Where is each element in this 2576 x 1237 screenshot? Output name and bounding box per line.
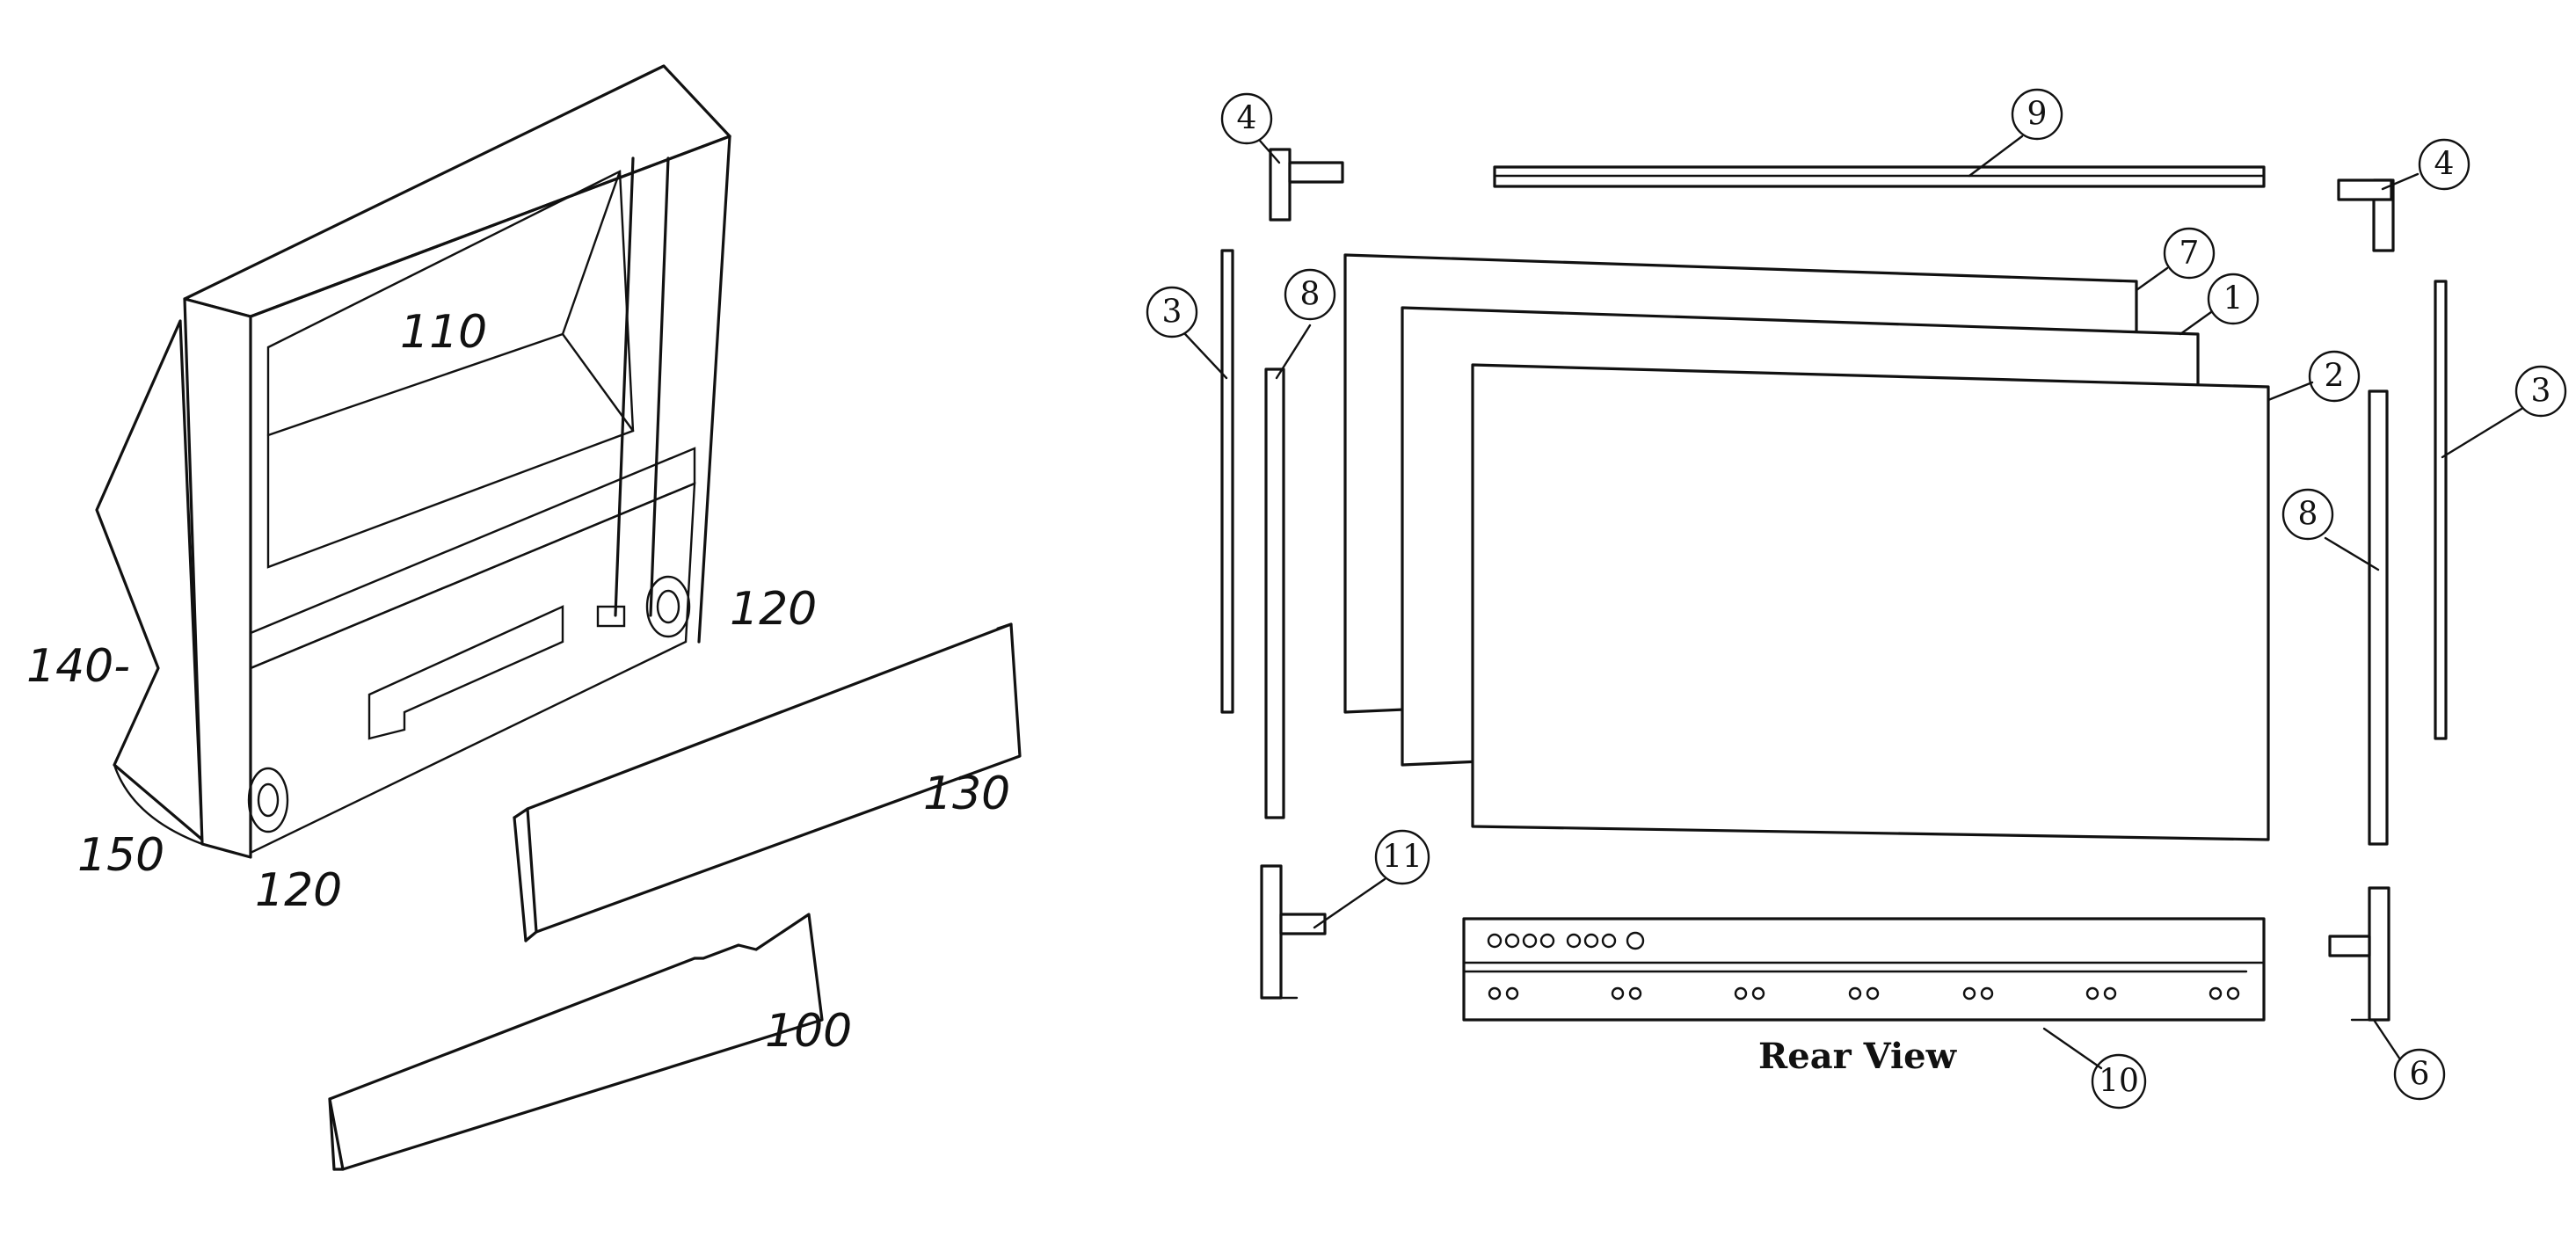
rear-view-caption: Rear View xyxy=(1758,1036,1958,1077)
corner-bracket-bottom-right xyxy=(2328,886,2390,1022)
callout-1: 1 xyxy=(2207,273,2259,325)
control-shelf xyxy=(249,447,696,670)
bottom-rail-10 xyxy=(1462,917,2266,1022)
callout-11: 11 xyxy=(1374,829,1430,885)
tv-cabinet-assembly xyxy=(95,64,731,859)
label-120-right: 120 xyxy=(730,583,817,636)
svg-text:2: 2 xyxy=(2325,359,2345,395)
corner-bracket-top-right xyxy=(2337,178,2395,252)
svg-text:6: 6 xyxy=(2410,1057,2430,1093)
side-rail-8-left xyxy=(1264,367,1285,819)
base-trim-150 xyxy=(113,763,204,846)
callout-3-left: 3 xyxy=(1146,286,1198,338)
cabinet-top-panel xyxy=(183,64,731,318)
label-150: 150 xyxy=(77,829,164,882)
center-cutout xyxy=(367,605,564,740)
corner-bracket-top-left xyxy=(1269,148,1344,222)
corner-bracket-bottom-left xyxy=(1260,864,1327,1000)
label-130: 130 xyxy=(923,768,1010,820)
rear-shroud-part xyxy=(95,319,204,841)
leader-lines xyxy=(1183,135,2523,1070)
label-110: 110 xyxy=(400,306,487,359)
svg-text:3: 3 xyxy=(2531,374,2551,410)
callout-3-right: 3 xyxy=(2514,365,2567,418)
cabinet-left-front-edge xyxy=(183,297,252,859)
label-100: 100 xyxy=(765,1005,852,1058)
panel-2 xyxy=(1471,363,2270,841)
side-rail-8-right xyxy=(2368,389,2389,846)
callout-2: 2 xyxy=(2308,350,2361,403)
svg-text:8: 8 xyxy=(2298,497,2318,533)
svg-text:9: 9 xyxy=(2027,97,2048,133)
side-strip-3-left xyxy=(1220,249,1234,714)
right-speaker-grille xyxy=(645,575,691,638)
svg-text:1: 1 xyxy=(2223,281,2244,317)
label-140: 140- xyxy=(26,640,130,693)
svg-text:11: 11 xyxy=(1382,840,1423,876)
svg-text:7: 7 xyxy=(2179,236,2200,272)
svg-text:3: 3 xyxy=(1162,295,1182,331)
callout-9: 9 xyxy=(2011,88,2063,141)
callout-7: 7 xyxy=(2163,227,2216,280)
label-120-bottom: 120 xyxy=(255,864,342,917)
lower-cover-panel-130 xyxy=(526,622,1022,934)
callout-8-right: 8 xyxy=(2281,488,2334,541)
svg-text:10: 10 xyxy=(2099,1064,2139,1100)
control-button xyxy=(596,605,626,628)
svg-text:8: 8 xyxy=(1300,277,1321,313)
callout-4-top-left: 4 xyxy=(1220,92,1273,145)
svg-text:4: 4 xyxy=(2434,147,2455,183)
side-strip-3-right xyxy=(2434,280,2448,740)
left-speaker-grille xyxy=(247,767,289,833)
callout-4-top-right: 4 xyxy=(2418,138,2470,191)
svg-text:4: 4 xyxy=(1237,101,1257,137)
callout-8-left: 8 xyxy=(1284,268,1336,321)
callout-10: 10 xyxy=(2091,1053,2147,1110)
front-trim-bar-100 xyxy=(328,913,824,1171)
callout-6: 6 xyxy=(2393,1048,2446,1101)
